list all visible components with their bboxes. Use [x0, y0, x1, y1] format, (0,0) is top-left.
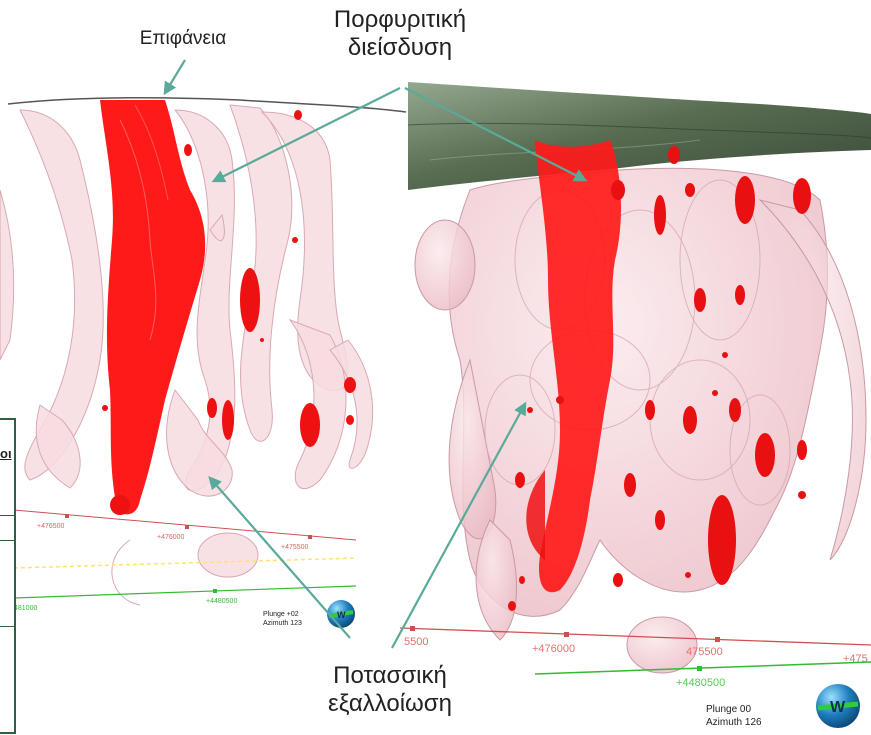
- side-panel-text: οι: [0, 446, 12, 461]
- potassic-label-line1: Ποτασσική: [290, 662, 490, 690]
- right-red-tick-3: 475500: [686, 646, 723, 658]
- side-panel-fragment: οι: [0, 418, 16, 734]
- surface-label-text: Επιφάνεια: [140, 28, 226, 49]
- right-red-tick-2: +476000: [532, 643, 575, 655]
- left-yellow-gridline: [14, 558, 356, 568]
- left-surface-line: [8, 98, 406, 112]
- right-azimuth-label: Azimuth 126: [706, 717, 762, 728]
- porphyry-label-line1: Πορφυριτική: [300, 6, 500, 34]
- potassic-alteration-label: Ποτασσική εξαλλοίωση: [290, 662, 490, 717]
- left-plunge-label: Plunge +02: [263, 611, 299, 618]
- side-panel-divider-1: [0, 515, 14, 516]
- left-green-tick-2: +4480500: [206, 598, 237, 605]
- right-3d-view: [327, 82, 871, 728]
- surface-arrow: [165, 60, 185, 93]
- right-alteration-shells: [415, 168, 866, 673]
- side-panel-divider-3: [0, 626, 14, 627]
- porphyry-label-line2: διείσδυση: [300, 34, 500, 62]
- left-red-tick-3: +475500: [281, 544, 309, 551]
- right-red-tick-1: 5500: [404, 636, 428, 648]
- right-compass-letter: W: [830, 699, 846, 716]
- side-panel-divider-2: [0, 540, 14, 541]
- porphyry-intrusion-label: Πορφυριτική διείσδυση: [300, 6, 500, 61]
- right-plunge-label: Plunge 00: [706, 704, 751, 715]
- left-compass-letter: W: [337, 610, 346, 620]
- right-green-tick-1: +4480500: [676, 677, 725, 689]
- left-red-tick-2: +476000: [157, 534, 185, 541]
- left-azimuth-label: Azimuth 123: [263, 620, 302, 627]
- potassic-label-line2: εξαλλοίωση: [290, 690, 490, 718]
- surface-label: Επιφάνεια: [108, 28, 258, 50]
- left-alteration-shells: [0, 105, 373, 605]
- right-red-tick-4: +475: [843, 653, 868, 665]
- left-green-tick-1: 481000: [14, 605, 37, 612]
- right-green-gridline: [535, 662, 871, 674]
- left-red-tick-1: +476500: [37, 523, 65, 530]
